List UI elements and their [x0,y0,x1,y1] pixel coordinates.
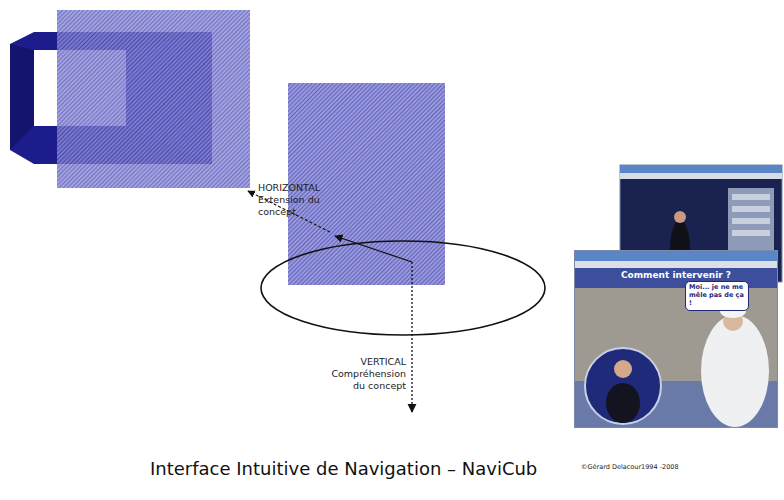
concept-ellipse [261,241,545,335]
axis-label: HORIZONTAL Extension du concept [258,182,338,218]
hatched-plane [57,10,250,188]
vertical-arrow [411,262,412,412]
diagram-title: Interface Intuitive de Navigation – Navi… [150,458,537,479]
speech-bubble: Moi... je ne me mêle pas de ça ! [685,281,749,311]
speech-text: Moi... je ne me mêle pas de ça ! [689,284,745,307]
axis-label: VERTICAL Compréhension du concept [330,356,406,392]
screen-heading: Comment intervenir ? [575,270,777,280]
screenshot-window: Comment intervenir ? Moi... je ne me mêle… [574,250,778,428]
horizontal-arrow [335,236,412,262]
copyright-note: ©Gérard Delacour1994 -2008 [581,463,781,471]
